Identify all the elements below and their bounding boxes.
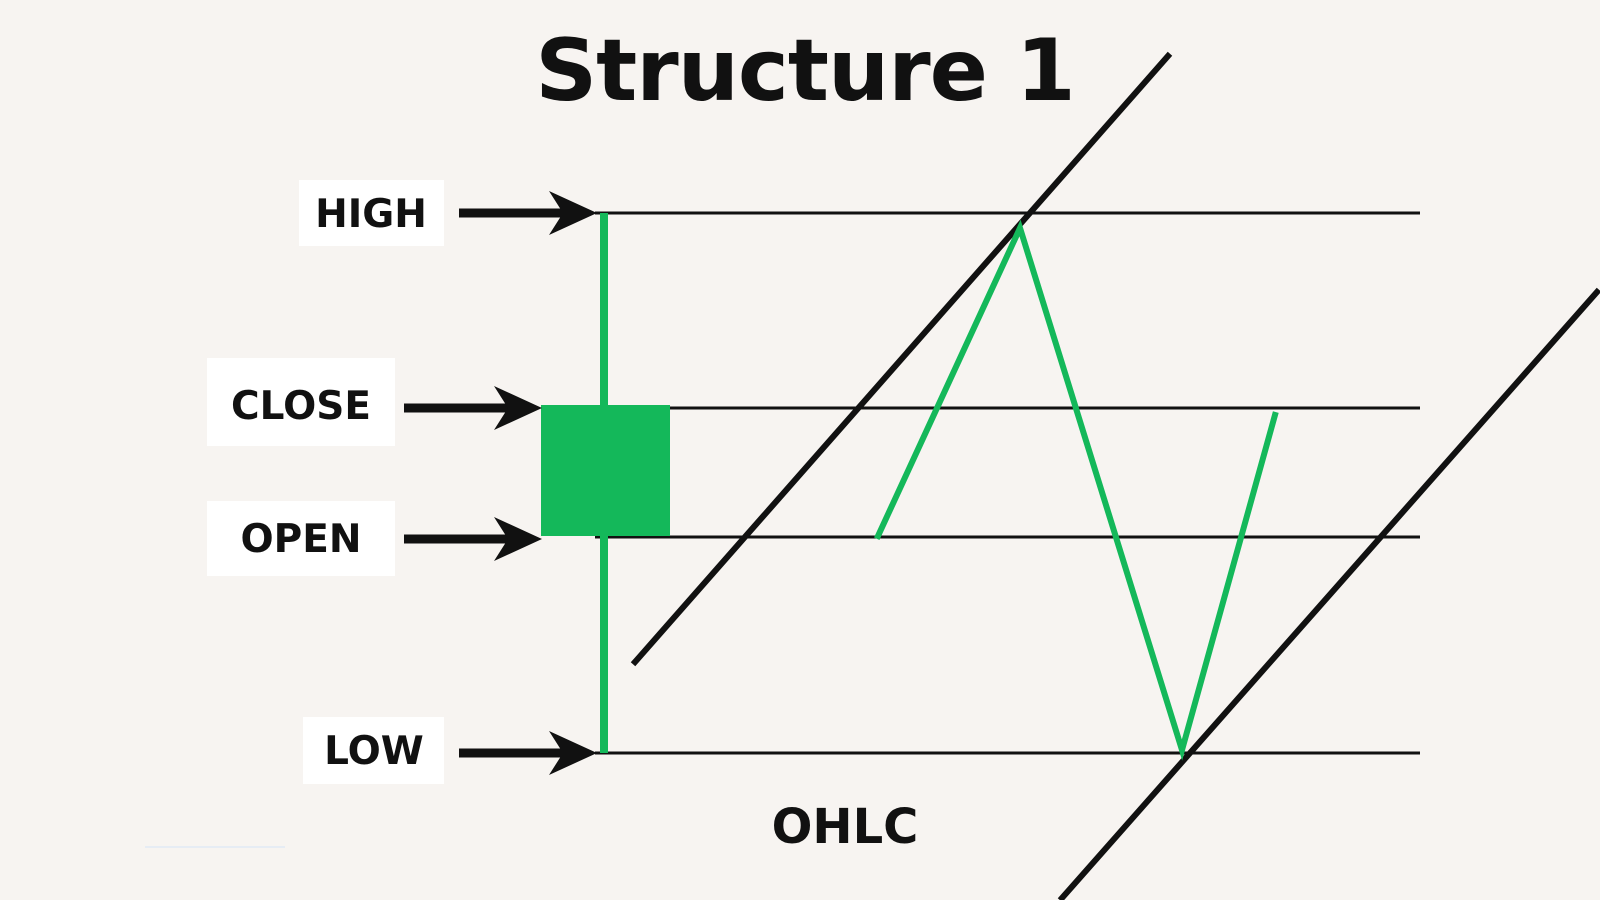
upper-diagonal-line [630, 51, 1173, 667]
high-arrow-icon [459, 191, 597, 235]
low-arrow-icon [459, 731, 597, 775]
close-label-box [207, 358, 395, 446]
open-label: OPEN [240, 517, 361, 562]
open-arrow-icon [404, 517, 542, 561]
high-label: HIGH [315, 192, 427, 237]
candle-body [541, 405, 670, 536]
ohlc-label: OHLC [772, 799, 919, 855]
green-price-path [874, 219, 1279, 761]
lower-diagonal-line [1057, 287, 1600, 900]
high-label-box [299, 180, 444, 246]
page-title: Structure 1 [535, 21, 1075, 121]
close-label: CLOSE [231, 384, 371, 429]
open-label-box [207, 501, 395, 576]
close-arrow-icon [404, 386, 542, 430]
low-label-box [303, 717, 444, 784]
low-label: LOW [324, 729, 424, 774]
